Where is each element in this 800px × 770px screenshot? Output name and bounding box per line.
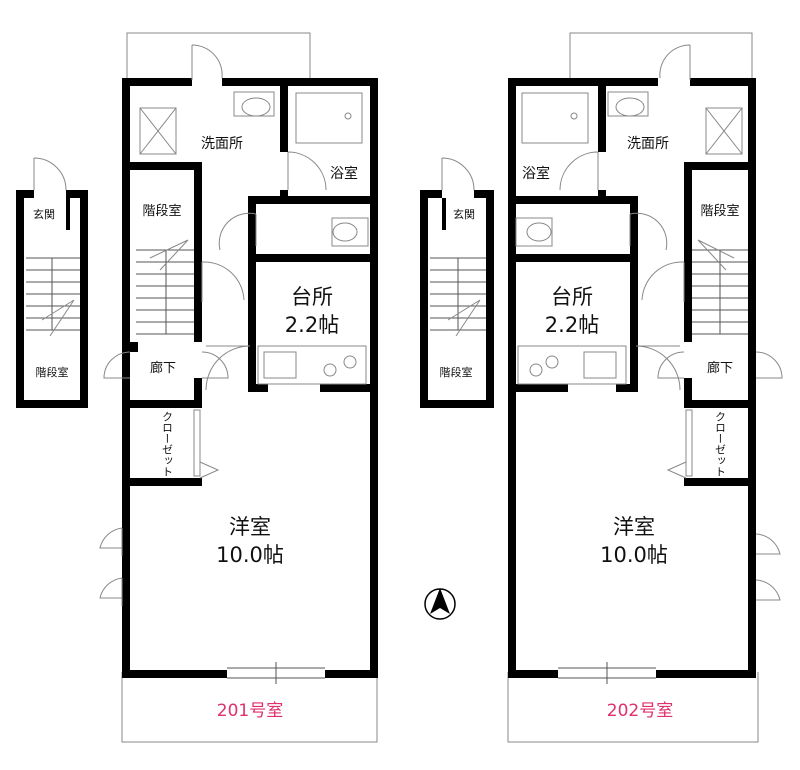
corridor-label: 廊下: [150, 360, 176, 376]
tower-stair-label: 階段室: [36, 365, 69, 379]
washroom-label: 洗面所: [627, 136, 669, 152]
entrance-label: 玄関: [33, 207, 55, 221]
stair-hall-label: 階段室: [700, 203, 739, 219]
western-room-name-label: 洋室: [229, 515, 271, 539]
unit-201-entrance-tower: [16, 157, 88, 408]
unit-201-plan: [99, 32, 378, 743]
stair-hall-label: 階段室: [142, 203, 181, 219]
western-room-name-label: 洋室: [613, 515, 655, 539]
bath-label: 浴室: [522, 165, 550, 182]
kitchen-size-label: 2.2帖: [545, 313, 599, 337]
closet-label: クローゼット: [714, 411, 727, 477]
tower-stair-label: 階段室: [440, 365, 473, 379]
corridor-label: 廊下: [707, 360, 733, 376]
kitchen-name-label: 台所: [551, 285, 593, 309]
kitchen-size-label: 2.2帖: [285, 313, 339, 337]
bath-label: 浴室: [330, 165, 358, 182]
compass-icon: [424, 588, 456, 620]
unit-202-name: 202号室: [607, 701, 673, 721]
unit-201-name: 201号室: [217, 701, 283, 721]
western-room-size-label: 10.0帖: [216, 543, 284, 567]
washroom-label: 洗面所: [201, 136, 243, 152]
closet-label: クローゼット: [161, 411, 174, 477]
unit-202-entrance-tower: [420, 157, 494, 408]
entrance-label: 玄関: [453, 207, 475, 221]
kitchen-name-label: 台所: [291, 285, 333, 309]
western-room-size-label: 10.0帖: [600, 543, 668, 567]
unit-202-plan: [507, 32, 783, 743]
